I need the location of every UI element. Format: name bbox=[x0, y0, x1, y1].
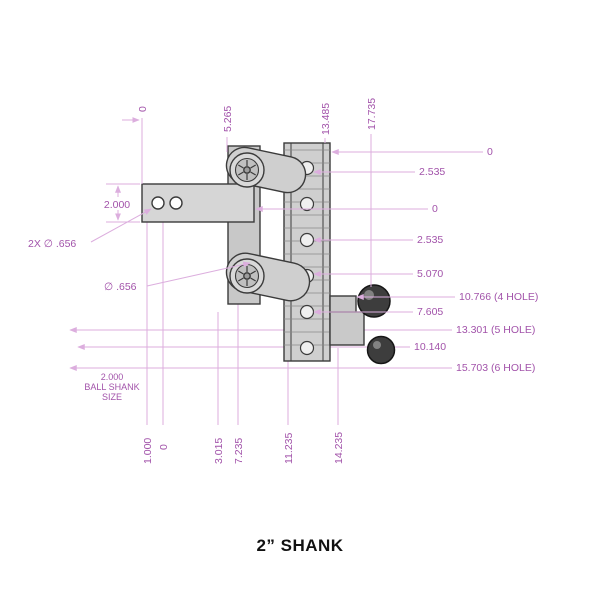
dim-label-right-10766-4hole: 10.766 (4 HOLE) bbox=[459, 291, 538, 303]
dim-label-right-15703-6hole: 15.703 (6 HOLE) bbox=[456, 362, 535, 374]
dim-label-bottom-11235: 11.235 bbox=[283, 433, 295, 464]
dim-label-top-13485: 13.485 bbox=[320, 103, 332, 135]
dimension-lines-behind bbox=[69, 222, 452, 425]
dim-label-right-13301-5hole: 13.301 (5 HOLE) bbox=[456, 324, 535, 336]
dim-label-shank-height: 2.000 bbox=[104, 199, 130, 211]
dim-label-right-0a: 0 bbox=[487, 146, 493, 158]
dim-label-hole-callout: ∅ .656 bbox=[104, 281, 137, 293]
dim-label-right-2535a: 2.535 bbox=[419, 166, 445, 178]
ball-highlight bbox=[364, 290, 374, 300]
dim-label-right-10140: 10.140 bbox=[414, 341, 446, 353]
dim-label-top-17735: 17.735 bbox=[366, 98, 378, 130]
dim-label-right-2535b: 2.535 bbox=[417, 234, 443, 246]
dimension-lines-front bbox=[90, 117, 483, 315]
dim-label-bottom-3015: 3.015 bbox=[213, 438, 225, 464]
channel-hole bbox=[299, 196, 315, 212]
note-line-2: BALL SHANK bbox=[84, 382, 139, 392]
channel-hole bbox=[299, 232, 315, 248]
label-mask bbox=[99, 197, 135, 210]
drawing-title: 2” SHANK bbox=[256, 536, 343, 555]
ball-shank-size-note: 2.000 BALL SHANK SIZE bbox=[84, 372, 139, 402]
channel-hole bbox=[299, 304, 315, 320]
dim-label-top-5265: 5.265 bbox=[222, 106, 234, 132]
dimension-labels: 0 5.265 13.485 17.735 2.000 2X ∅ .656 ∅ … bbox=[28, 98, 538, 464]
hitch-balls bbox=[357, 284, 396, 365]
adjustment-channel bbox=[283, 142, 331, 362]
dim-label-bottom-1000: 1.000 bbox=[142, 438, 154, 464]
dim-label-right-7605: 7.605 bbox=[417, 306, 443, 318]
shank-pin-hole bbox=[151, 196, 165, 210]
dim-label-top-0: 0 bbox=[137, 106, 149, 112]
channel-hole bbox=[299, 340, 315, 356]
shank-pin-hole bbox=[169, 196, 183, 210]
leader-656 bbox=[146, 261, 251, 287]
note-line-3: SIZE bbox=[102, 392, 122, 402]
dim-label-bottom-0: 0 bbox=[158, 444, 170, 450]
dim-label-bottom-7235: 7.235 bbox=[233, 438, 245, 464]
dim-label-right-5070: 5.070 bbox=[417, 268, 443, 280]
ball-highlight bbox=[373, 341, 381, 349]
shank-bar bbox=[141, 183, 255, 223]
note-line-1: 2.000 bbox=[101, 372, 124, 382]
bracket-step bbox=[329, 295, 357, 315]
dim-label-2x-hole-callout: 2X ∅ .656 bbox=[28, 238, 76, 250]
dim-label-bottom-14235: 14.235 bbox=[333, 432, 345, 464]
leader-2x-656 bbox=[90, 208, 152, 243]
hitch-ball-bottom bbox=[366, 335, 396, 365]
clamp-bolt-bottom bbox=[229, 258, 265, 294]
hitch-assembly bbox=[141, 142, 396, 365]
dim-label-right-0b: 0 bbox=[432, 203, 438, 215]
clamp-bolt-top bbox=[229, 152, 265, 188]
bracket-arm bbox=[329, 311, 365, 346]
ball-mount-bracket bbox=[329, 295, 365, 346]
